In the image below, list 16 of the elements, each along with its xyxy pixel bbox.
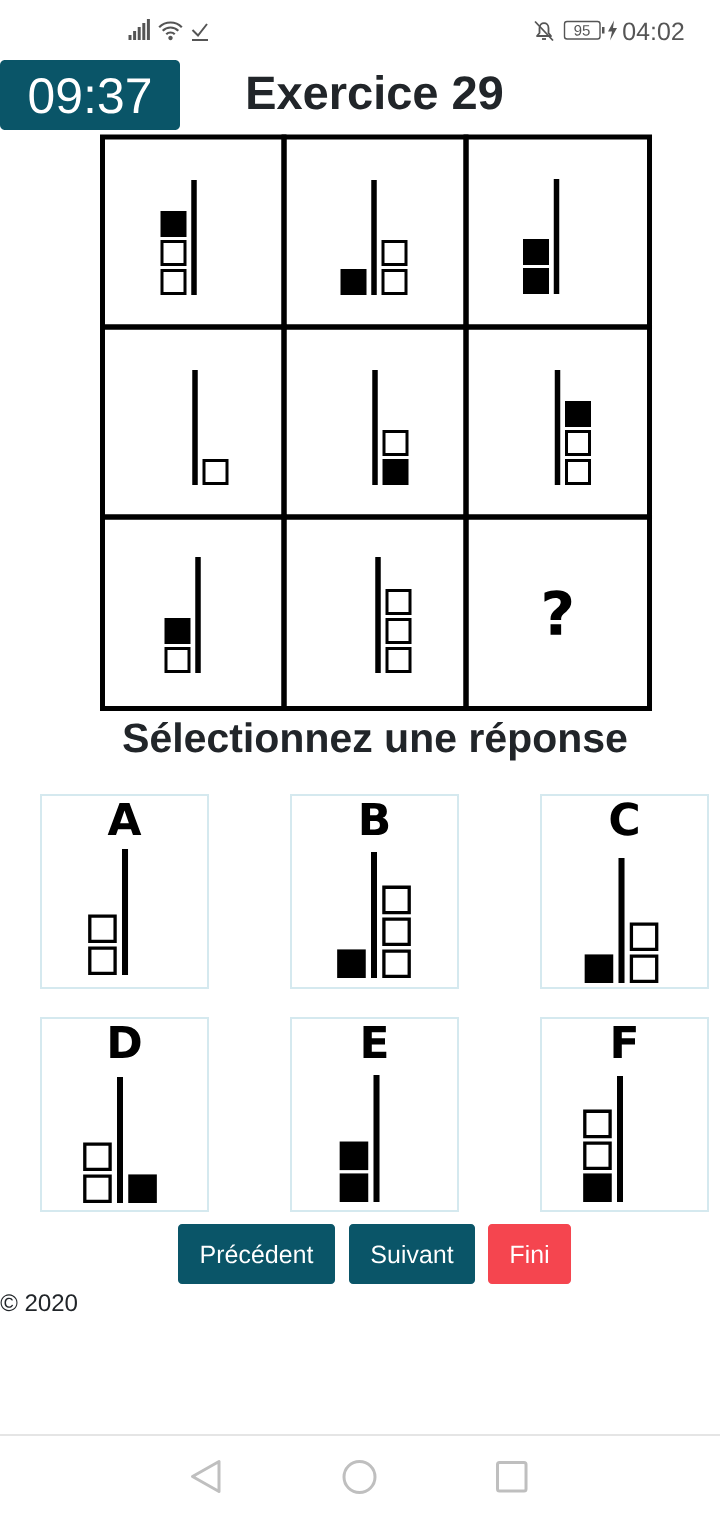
answer-card: B bbox=[290, 794, 459, 989]
timer-box: 09:37 bbox=[0, 60, 180, 130]
answer-card: D bbox=[40, 1017, 209, 1212]
next-button: Suivant bbox=[349, 1224, 475, 1284]
copyright-text: © 2020 bbox=[0, 1294, 77, 1312]
answer-card: F bbox=[540, 1017, 709, 1212]
answer-card: C bbox=[540, 794, 709, 989]
battery-level: 95 bbox=[574, 25, 590, 36]
prev-button: Précédent bbox=[178, 1224, 335, 1284]
grid-cell: ? bbox=[463, 514, 652, 711]
answer-card: A bbox=[40, 794, 209, 989]
clock-time: 04:02 bbox=[623, 22, 684, 41]
instruction-text: Sélectionnez une réponse bbox=[123, 721, 627, 761]
answer-card: E bbox=[290, 1017, 459, 1212]
finish-button: Fini bbox=[488, 1224, 571, 1284]
page-title: Exercice 29 bbox=[248, 74, 503, 110]
